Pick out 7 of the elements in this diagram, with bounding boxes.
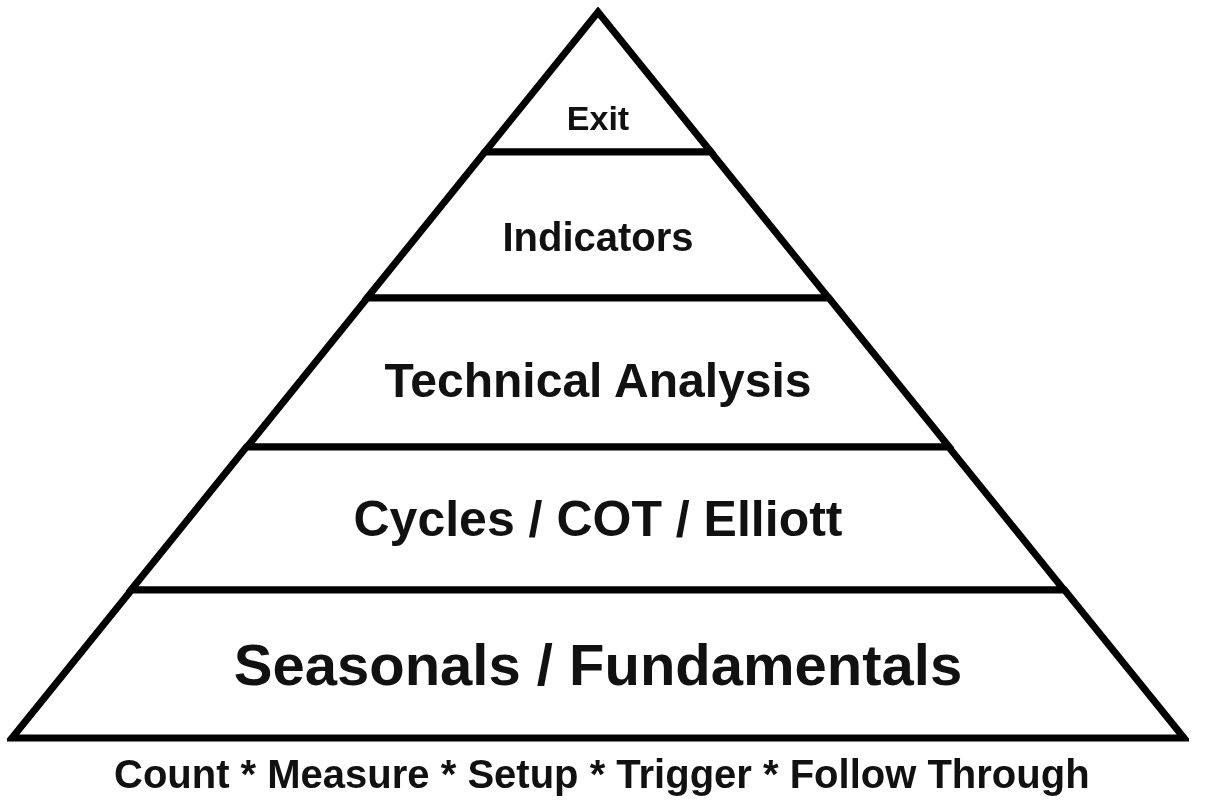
tier-label: Exit (566, 101, 630, 135)
pyramid-tier (7, 585, 1189, 743)
tier-label: Indicators (502, 217, 694, 257)
caption-text: Count * Measure * Setup * Trigger * Follow Through (114, 754, 1090, 794)
tier-label: Cycles / COT / Elliott (353, 494, 843, 544)
tier-label: Seasonals / Fundamentals (233, 636, 963, 694)
tier-label: Technical Analysis (384, 357, 812, 405)
